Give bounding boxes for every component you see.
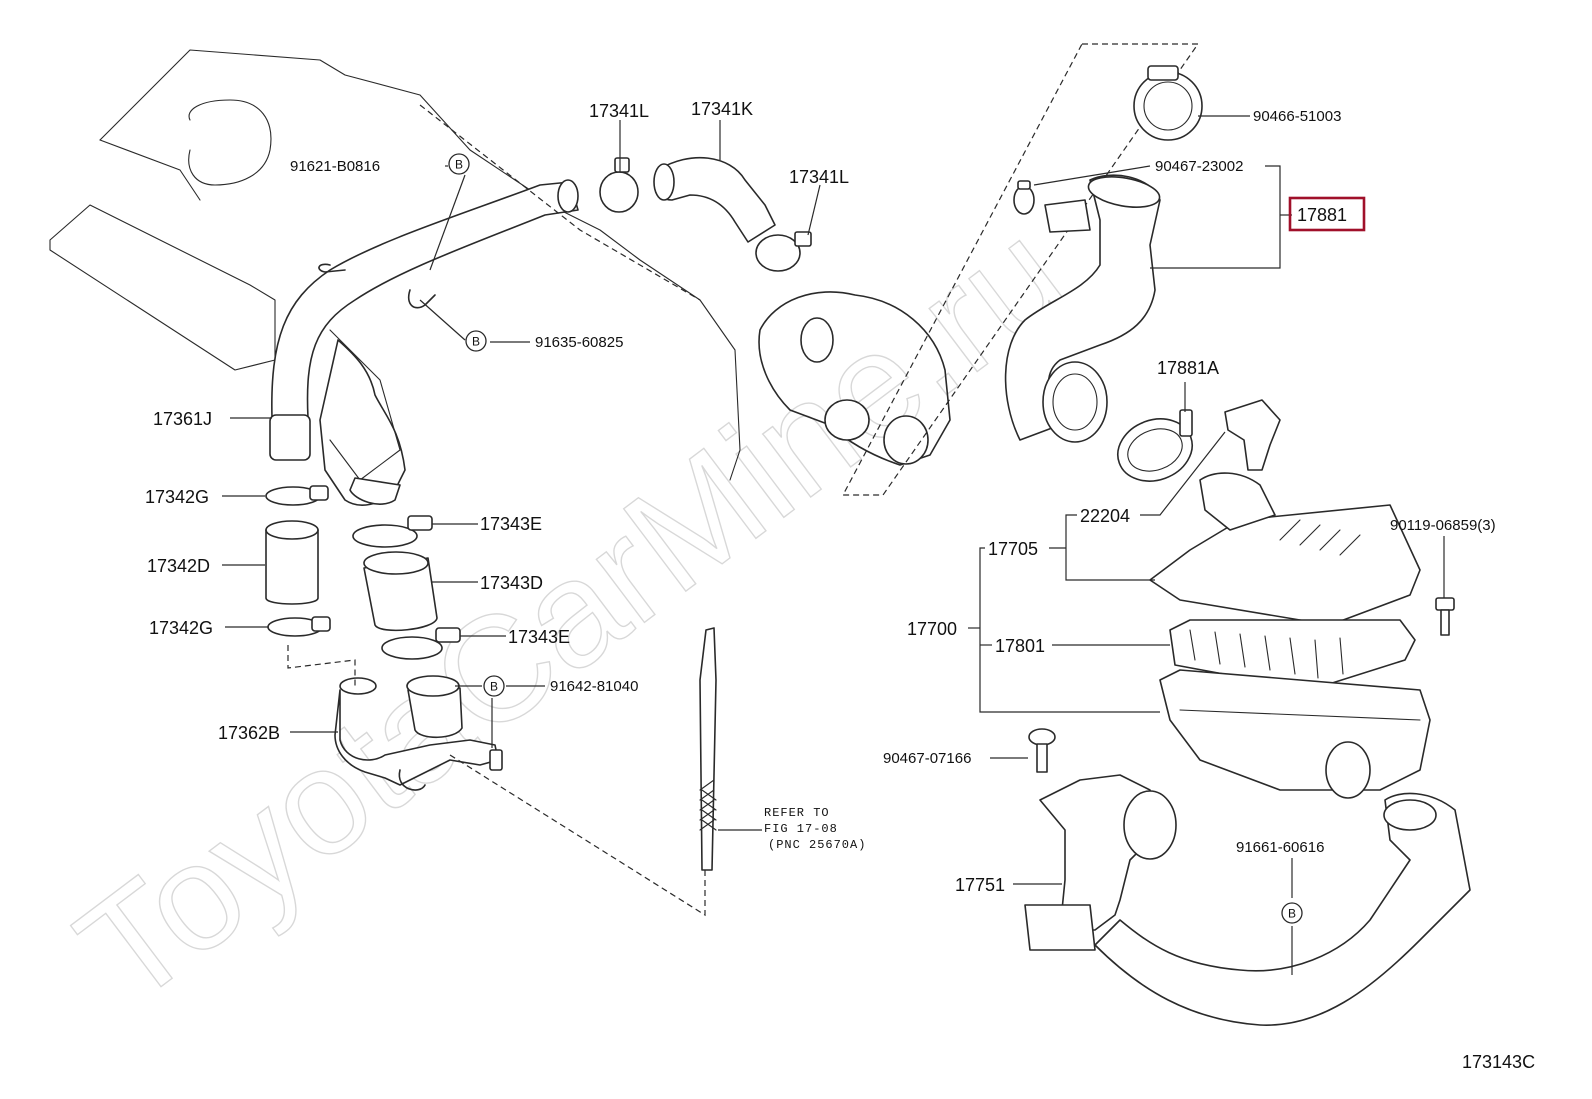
clamp-17881a xyxy=(1117,409,1193,482)
clamp-17343e-top xyxy=(352,515,433,548)
clamp-90466 xyxy=(1133,65,1203,141)
resonator-17362b xyxy=(334,675,503,791)
svg-text:B: B xyxy=(472,335,480,349)
label-90467-07166[interactable]: 90467-07166 xyxy=(883,750,971,767)
hose-17341k xyxy=(653,156,776,243)
clamp-90467-23002 xyxy=(1013,180,1035,215)
label-90466-51003[interactable]: 90466-51003 xyxy=(1253,108,1341,125)
figure-id: 173143C xyxy=(1462,1052,1535,1072)
dash-resonator-pcv xyxy=(287,645,706,917)
label-17341k[interactable]: 17341K xyxy=(691,99,753,119)
sensor-22204 xyxy=(1224,399,1281,471)
pcv-hose xyxy=(699,627,717,871)
bolt-symbol-91621: B xyxy=(448,153,470,175)
label-91642-81040[interactable]: 91642-81040 xyxy=(550,678,638,695)
label-22204[interactable]: 22204 xyxy=(1080,506,1130,526)
clamp-17342g-top xyxy=(265,485,329,506)
breather-hose-17361J xyxy=(269,179,579,461)
air-cleaner-case xyxy=(1159,669,1431,799)
svg-text:B: B xyxy=(1288,907,1296,921)
bolt-90119 xyxy=(1435,597,1455,636)
refer-note-line2: FIG 17-08 xyxy=(764,822,838,836)
bolt-symbol-91661: B xyxy=(1281,902,1303,924)
label-17881[interactable]: 17881 xyxy=(1297,205,1347,225)
svg-text:B: B xyxy=(490,680,498,694)
label-91635-60825[interactable]: 91635-60825 xyxy=(535,334,623,351)
label-90467-23002[interactable]: 90467-23002 xyxy=(1155,158,1243,175)
clamp-17342g-bottom xyxy=(267,616,331,637)
label-17362b[interactable]: 17362B xyxy=(218,723,280,743)
label-90119-06859[interactable]: 90119-06859(3) xyxy=(1390,517,1496,534)
air-filter-17801 xyxy=(1169,619,1416,691)
air-inlet-17751 xyxy=(1024,774,1177,951)
refer-note-line1: REFER TO xyxy=(764,806,830,820)
label-17341l-bottom[interactable]: 17341L xyxy=(789,167,849,187)
label-17700[interactable]: 17700 xyxy=(907,619,957,639)
label-17341l-top[interactable]: 17341L xyxy=(589,101,649,121)
bolt-90467-07166 xyxy=(1028,728,1056,773)
label-17705[interactable]: 17705 xyxy=(988,539,1038,559)
label-17361j[interactable]: 17361J xyxy=(153,409,212,429)
svg-text:B: B xyxy=(455,158,463,172)
throttle-body xyxy=(319,339,406,506)
clamp-17341l-top xyxy=(599,157,639,213)
label-17342g-top[interactable]: 17342G xyxy=(145,487,209,507)
hose-17881 xyxy=(1004,174,1161,443)
label-17881a[interactable]: 17881A xyxy=(1157,358,1219,378)
label-17342d[interactable]: 17342D xyxy=(147,556,210,576)
hose-17343d xyxy=(363,551,438,632)
label-91621-b0816[interactable]: 91621-B0816 xyxy=(290,158,380,175)
label-17342g-bottom[interactable]: 17342G xyxy=(149,618,213,638)
label-17343e-top[interactable]: 17343E xyxy=(480,514,542,534)
dash-engine-left xyxy=(419,104,701,301)
inlet-duct xyxy=(1094,792,1471,1026)
bolt-symbol-91635: B xyxy=(465,330,487,352)
intake-body xyxy=(758,291,951,466)
label-91661-60616[interactable]: 91661-60616 xyxy=(1236,839,1324,856)
hose-17342d xyxy=(265,520,319,605)
label-17343e-bottom[interactable]: 17343E xyxy=(508,627,570,647)
label-17801[interactable]: 17801 xyxy=(995,636,1045,656)
highlight-box-17881 xyxy=(1288,196,1366,232)
refer-note-line3: (PNC 25670A) xyxy=(768,838,866,852)
leader-lines xyxy=(222,115,1445,975)
watermark: ToyotaCarMine.ru xyxy=(48,189,1095,1036)
air-cleaner-cap-17705 xyxy=(1149,472,1421,626)
bolt-symbol-91642: B xyxy=(483,675,505,697)
label-17343d[interactable]: 17343D xyxy=(480,573,543,593)
clamp-17341l-bottom xyxy=(755,231,812,272)
clamp-17343e-bottom xyxy=(381,627,461,660)
label-17751[interactable]: 17751 xyxy=(955,875,1005,895)
